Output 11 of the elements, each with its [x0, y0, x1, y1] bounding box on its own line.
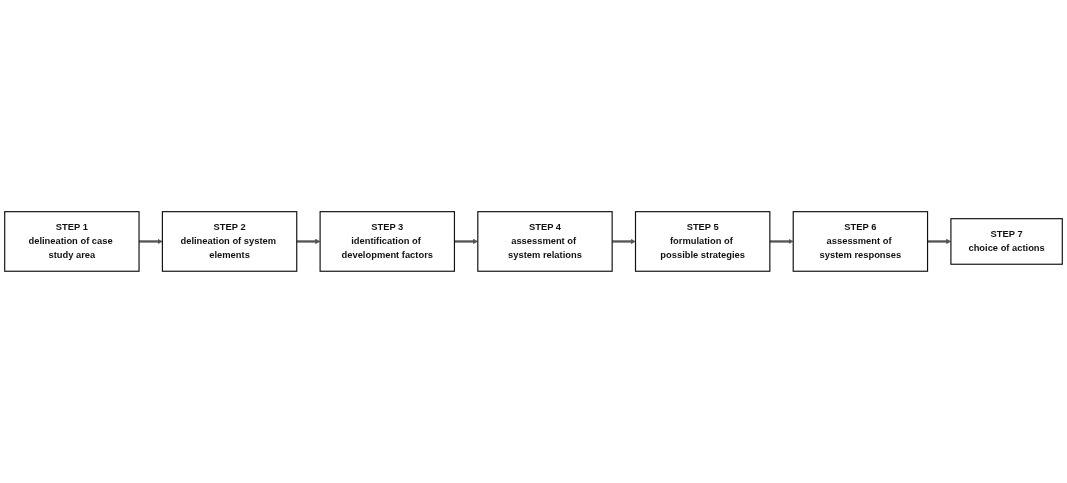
node-box: STEP 2 delineation of system elements: [161, 211, 298, 272]
node-box: STEP 5 formulation of possible strategies: [634, 211, 771, 272]
arrow: [296, 238, 321, 245]
arrow: [612, 238, 636, 245]
node-box: STEP 1 delineation of case study area: [4, 211, 140, 272]
arrow: [769, 238, 794, 245]
node-box: STEP 6 assessment of system responses: [792, 211, 929, 272]
node-box: STEP 3 identification of development factors: [319, 211, 456, 272]
node-box: STEP 4 assessment of system relations: [477, 211, 613, 272]
node-box: STEP 7 choice of actions: [950, 218, 1063, 265]
arrow: [139, 238, 163, 245]
